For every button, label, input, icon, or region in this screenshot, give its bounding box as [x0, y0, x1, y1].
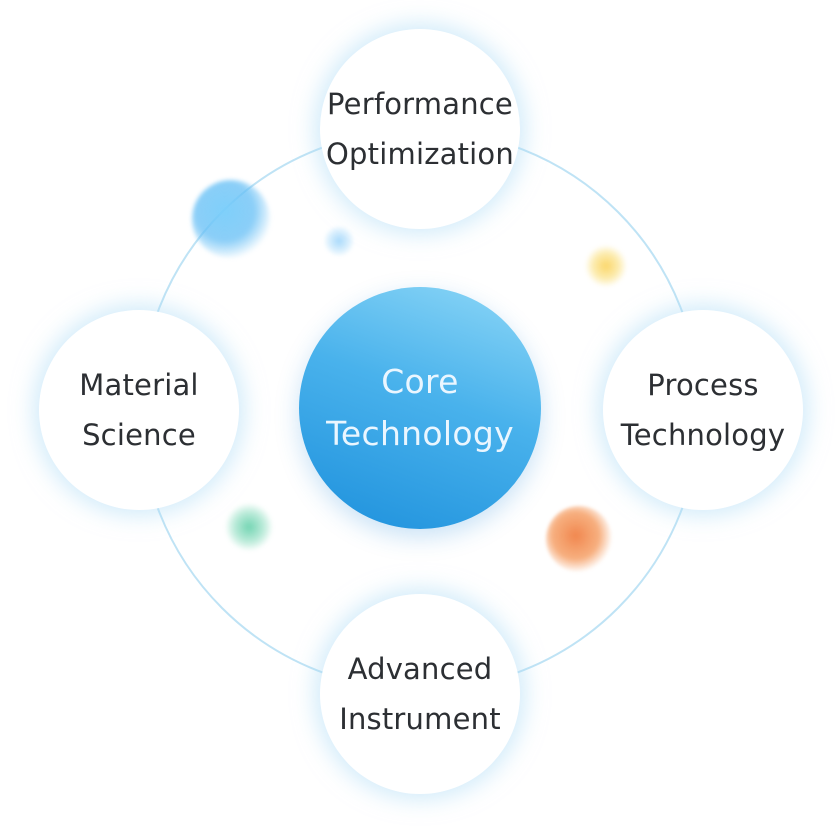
node-performance-optimization: Performance Optimization	[320, 29, 520, 229]
node-label-material-science: Material Science	[79, 368, 199, 452]
core-label: Core Technology	[326, 362, 514, 453]
node-process-technology: Process Technology	[603, 310, 803, 510]
core-technology-hub: Core Technology	[299, 287, 541, 529]
decorative-blue-orb-small	[324, 226, 354, 256]
node-material-science: Material Science	[39, 310, 239, 510]
decorative-blue-orb-large	[192, 180, 270, 258]
decorative-orange-orb	[546, 506, 612, 572]
node-label-advanced-instrument: Advanced Instrument	[339, 652, 501, 736]
decorative-green-orb	[226, 504, 272, 550]
decorative-yellow-orb	[586, 246, 626, 286]
node-advanced-instrument: Advanced Instrument	[320, 594, 520, 794]
node-label-process-technology: Process Technology	[620, 368, 786, 452]
node-label-performance-optimization: Performance Optimization	[326, 87, 514, 171]
